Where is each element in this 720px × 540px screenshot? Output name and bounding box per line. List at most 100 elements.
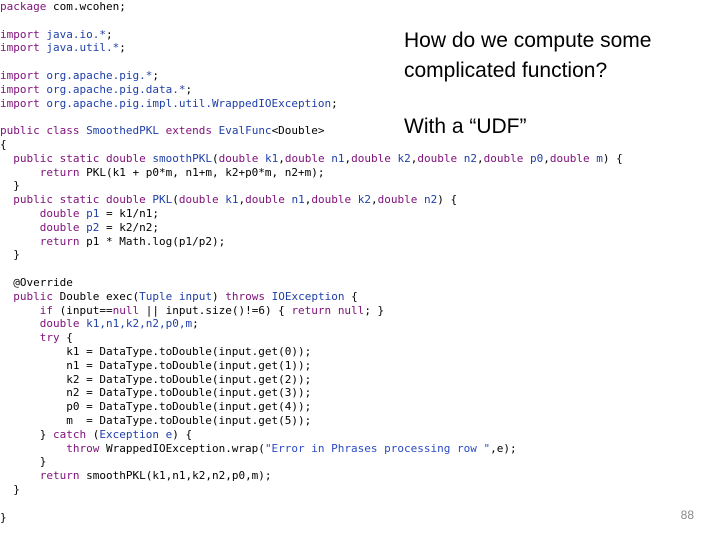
code-token: ,: [543, 151, 550, 165]
code-token: [0, 317, 40, 330]
code-line: {: [0, 138, 7, 151]
code-token: ;: [185, 82, 193, 96]
code-token: [99, 193, 106, 206]
code-line: try {: [0, 331, 73, 344]
code-line: k2 = DataType.toDouble(input.get(2));: [0, 373, 311, 386]
code-token: n1 = DataType.toDouble(input.get(1));: [0, 358, 312, 372]
code-token: Tuple: [139, 289, 173, 303]
code-token: return: [39, 234, 80, 248]
code-token: }: [0, 427, 53, 441]
code-token: public: [13, 289, 53, 303]
code-line: import org.apache.pig.impl.util.WrappedI…: [0, 97, 338, 110]
code-token: WrappedIOException.wrap(: [99, 441, 265, 455]
code-token: return: [39, 469, 80, 483]
code-token: k2: [357, 193, 371, 207]
code-token: double: [483, 151, 524, 165]
code-token: k1,n1,k2,n2,p0,m: [86, 317, 193, 331]
code-line: p0 = DataType.toDouble(input.get(4));: [0, 400, 311, 413]
code-token: [331, 304, 338, 317]
code-token: IOException: [271, 289, 345, 303]
code-line: }: [0, 511, 7, 524]
code-token: [523, 152, 530, 165]
code-token: {: [0, 138, 7, 151]
slide-title: How do we compute some complicated funct…: [404, 29, 652, 82]
code-line: @Override: [0, 276, 73, 289]
code-line: n2 = DataType.toDouble(input.get(3));: [0, 386, 311, 399]
code-token: double: [218, 151, 259, 165]
code-token: double: [351, 151, 391, 165]
code-token: [0, 290, 13, 303]
code-line: k1 = DataType.toDouble(input.get(0));: [0, 345, 311, 358]
code-token: ,: [344, 151, 352, 165]
code-token: catch: [52, 427, 87, 441]
code-line: double p1 = k1/n1;: [0, 207, 159, 220]
code-token: smoothPKL(k1,n1,k2,n2,p0,m);: [79, 469, 272, 483]
code-token: m: [596, 151, 603, 165]
code-token: EvalFunc: [218, 124, 272, 138]
code-token: }: [0, 179, 20, 193]
code-token: SmoothedPKL: [86, 124, 159, 138]
code-token: ,e);: [490, 441, 517, 455]
code-token: k1: [225, 193, 239, 207]
code-token: ,: [238, 193, 246, 207]
code-token: (: [211, 151, 219, 165]
code-token: [99, 152, 106, 165]
code-token: import: [0, 69, 40, 82]
code-token: return: [291, 303, 332, 317]
code-token: p0: [529, 151, 544, 165]
code-token: ): [211, 289, 226, 303]
code-token: p1: [86, 207, 100, 220]
code-token: (: [86, 427, 100, 441]
code-token: extends: [165, 124, 212, 138]
page-number: 88: [680, 508, 694, 522]
code-token: [0, 193, 13, 206]
code-token: [0, 221, 40, 234]
code-token: ) {: [602, 151, 623, 165]
code-line: package com.wcohen;: [0, 0, 126, 13]
code-line: public static double smoothPKL(double k1…: [0, 151, 623, 165]
code-token: [417, 193, 424, 206]
code-token: [265, 290, 272, 303]
code-token: ,: [278, 151, 285, 165]
code-token: n1: [331, 151, 345, 165]
code-token: double: [39, 317, 80, 331]
code-token: (input==: [53, 303, 113, 317]
code-token: ; }: [364, 303, 385, 317]
code-token: }: [0, 510, 7, 524]
code-line: import org.apache.pig.data.*;: [0, 83, 192, 96]
code-token: public static: [13, 193, 100, 207]
code-token: import: [0, 96, 40, 110]
code-token: m = DataType.toDouble(input.get(5));: [0, 414, 312, 427]
code-token: [0, 304, 40, 317]
code-token: p2: [86, 220, 100, 234]
code-token: null: [337, 303, 365, 317]
code-token: import: [0, 82, 40, 96]
code-token: [0, 235, 40, 248]
code-line: import java.io.*;: [0, 28, 113, 41]
code-token: org.apache.pig.*: [46, 69, 153, 82]
code-token: double: [377, 193, 418, 207]
code-line: import org.apache.pig.*;: [0, 69, 159, 82]
code-token: "Error in Phrases processing row ": [264, 441, 491, 455]
code-token: }: [0, 483, 20, 496]
code-token: java.io.*: [46, 27, 106, 41]
code-token: ;: [331, 96, 338, 110]
code-token: double: [105, 151, 146, 165]
code-line: return PKL(k1 + p0*m, n1+m, k2+p0*m, n2+…: [0, 166, 325, 179]
code-token: throw: [66, 441, 100, 455]
slide-subtitle: With a “UDF”: [404, 115, 527, 138]
code-token: java.util.*: [46, 41, 120, 55]
code-token: import: [0, 41, 40, 55]
code-line: m = DataType.toDouble(input.get(5));: [0, 414, 311, 427]
code-token: public static: [13, 151, 100, 165]
code-token: org.apache.pig.impl.util.WrappedIOExcept…: [46, 96, 332, 110]
code-token: ;: [192, 317, 199, 331]
code-token: k2 = DataType.toDouble(input.get(2));: [0, 372, 312, 386]
code-line: return smoothPKL(k1,n1,k2,n2,p0,m);: [0, 469, 272, 482]
code-line: throw WrappedIOException.wrap("Error in …: [0, 441, 517, 455]
code-token: double: [417, 151, 458, 165]
code-token: ;: [152, 69, 159, 82]
code-token: k1: [264, 151, 279, 165]
code-token: double: [178, 193, 219, 207]
code-token: null: [112, 303, 140, 317]
